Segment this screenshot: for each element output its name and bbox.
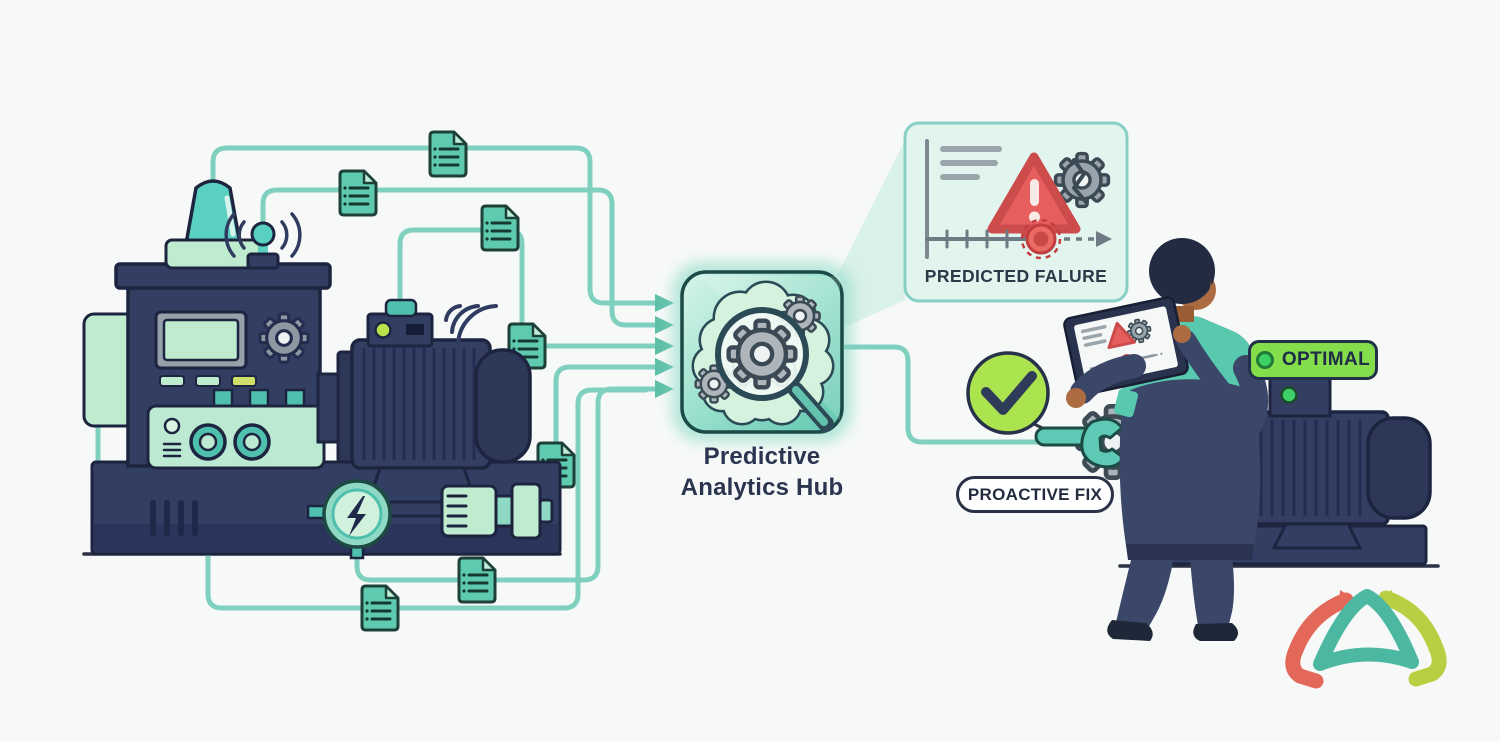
logo-triangle-mark	[1285, 589, 1447, 689]
technician-arm	[1070, 354, 1146, 404]
cabinet-buttons	[212, 388, 306, 408]
cable-antenna	[260, 187, 649, 328]
base-vents	[150, 500, 198, 536]
technician-shoe	[1107, 620, 1153, 641]
arrow-icon	[655, 316, 674, 334]
technician-hair	[1149, 238, 1215, 304]
control-knob	[233, 423, 271, 461]
monitored-machine	[82, 179, 562, 560]
checkmark-icon	[981, 371, 1037, 415]
status-dot-icon	[1255, 351, 1274, 369]
analytics-hub	[672, 262, 852, 442]
hub-title-line1: Predictive	[703, 443, 821, 470]
prediction-panel	[903, 121, 1129, 303]
panel-text-lines	[940, 146, 1002, 180]
brain-analytics-icon	[694, 283, 834, 432]
logo-green-stroke	[1378, 590, 1447, 687]
panel-button	[163, 417, 181, 435]
fix-action	[1034, 406, 1149, 477]
technician	[1063, 238, 1269, 641]
motor-end-cap	[474, 348, 532, 464]
proactive-fix-badge: PROACTIVE FIX	[956, 476, 1114, 513]
pump-pedestal	[1271, 522, 1363, 550]
control-knob	[189, 423, 227, 461]
arrow-icon	[655, 294, 674, 312]
gear-icon	[258, 312, 310, 364]
technician-belt	[1126, 544, 1254, 560]
status-dot-icon	[1280, 386, 1298, 404]
cable-beacon	[210, 145, 649, 306]
pump-end-cap	[1366, 416, 1432, 520]
technician-leg	[1190, 556, 1234, 628]
predicted-failure-label: PREDICTED FALURE	[924, 266, 1108, 286]
failure-timeline-icon	[925, 218, 1112, 260]
logo-teal-triangle	[1313, 589, 1419, 671]
status-dot-icon	[374, 321, 392, 339]
cable-hub-to-fix	[843, 344, 1041, 445]
cable-knob	[205, 387, 649, 611]
motor-fins	[362, 348, 476, 460]
antenna-icon	[224, 212, 302, 270]
broken-gear-icon	[1053, 151, 1111, 209]
document-icon	[360, 584, 400, 632]
beacon-light-icon	[164, 179, 262, 270]
control-panel	[146, 404, 326, 470]
proactive-fix-label: PROACTIVE FIX	[967, 484, 1103, 504]
logo-coral-stroke	[1285, 592, 1354, 689]
document-icon	[480, 204, 520, 252]
hub-title: Predictive Analytics Hub	[632, 441, 892, 503]
pump-junction-box	[1268, 372, 1332, 418]
arrow-icon	[655, 380, 674, 398]
technician-leg	[1116, 556, 1174, 628]
hub-title-line2: Analytics Hub	[680, 474, 844, 501]
coupling-sensor	[440, 482, 554, 540]
data-flow-arrows	[643, 294, 674, 398]
document-icon	[428, 130, 468, 178]
indicator-lights	[159, 375, 257, 387]
document-icon	[457, 556, 497, 604]
arrow-icon	[655, 358, 674, 376]
technician-shoe	[1193, 623, 1239, 641]
technician-hand	[1066, 388, 1086, 408]
cabinet-screen	[154, 310, 248, 370]
wrench-head	[1080, 417, 1126, 469]
magnifier-icon	[715, 307, 834, 432]
wifi-waves-icon	[444, 304, 498, 346]
technician-hand	[1173, 325, 1191, 343]
optimal-status-badge: OPTIMAL	[1248, 340, 1378, 380]
document-icon	[338, 169, 378, 217]
check-circle	[966, 351, 1050, 435]
left-motor	[336, 298, 532, 518]
arrow-icon	[655, 337, 674, 355]
sleeve-patch	[1114, 388, 1138, 418]
optimal-label: OPTIMAL	[1281, 349, 1371, 370]
lightning-gauge-icon	[306, 479, 392, 560]
wifi-waves-icon	[224, 212, 302, 258]
motor-iot-sensor	[366, 298, 434, 348]
